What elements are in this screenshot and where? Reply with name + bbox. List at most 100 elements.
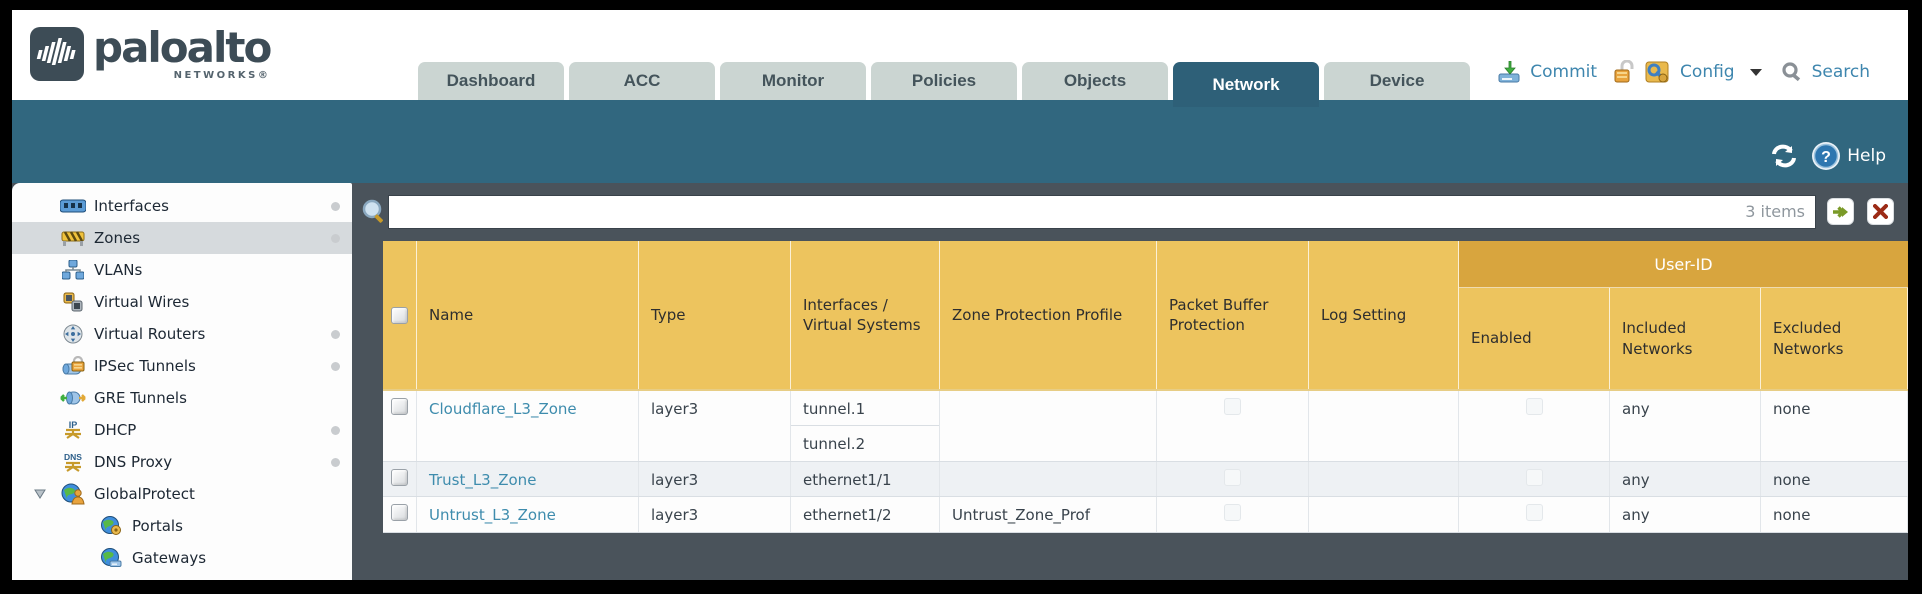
- included-networks: any: [1610, 497, 1761, 532]
- excluded-networks: none: [1761, 391, 1908, 461]
- config-caret-icon[interactable]: [1749, 68, 1762, 76]
- user-id-enabled-checkbox: [1525, 469, 1543, 486]
- interface-entry: tunnel.1: [791, 391, 939, 426]
- zone-interfaces: ethernet1/2: [791, 497, 940, 532]
- log-setting: [1309, 497, 1459, 532]
- sidebar-item-label: Virtual Routers: [94, 325, 206, 343]
- tab-dashboard[interactable]: Dashboard: [418, 62, 564, 100]
- tab-objects[interactable]: Objects: [1022, 62, 1168, 100]
- column-header-included-networks[interactable]: Included Networks: [1610, 288, 1761, 389]
- zones-main-panel: 3 items Name Type: [352, 183, 1908, 580]
- packet-buffer-checkbox: [1224, 398, 1241, 415]
- column-header-zone-protection[interactable]: Zone Protection Profile: [940, 241, 1157, 389]
- row-checkbox[interactable]: [391, 504, 408, 521]
- header-actions: Commit Config Search: [1497, 60, 1878, 84]
- tab-network[interactable]: Network: [1173, 62, 1319, 107]
- help-icon[interactable]: ?: [1811, 141, 1841, 171]
- panos-app: paloalto NETWORKS® Dashboard ACC Monitor…: [12, 10, 1908, 580]
- sidebar-item-label: Interfaces: [94, 197, 169, 215]
- zone-name-link[interactable]: Untrust_L3_Zone: [429, 506, 556, 524]
- teal-banner: ? Help: [12, 100, 1908, 183]
- virtual-wires-icon: [60, 291, 86, 313]
- row-checkbox[interactable]: [391, 469, 408, 486]
- commit-button[interactable]: Commit: [1530, 62, 1598, 82]
- column-header-interfaces[interactable]: Interfaces / Virtual Systems: [791, 241, 940, 389]
- apply-filter-button[interactable]: [1827, 198, 1854, 225]
- column-header-enabled[interactable]: Enabled: [1459, 288, 1610, 389]
- zones-icon: [60, 227, 86, 249]
- sidebar-item-dhcp[interactable]: IP DHCP: [12, 414, 352, 446]
- column-header-log-setting[interactable]: Log Setting: [1309, 241, 1459, 389]
- zone-name-link[interactable]: Cloudflare_L3_Zone: [429, 400, 577, 418]
- user-id-enabled-checkbox: [1525, 504, 1543, 521]
- sidebar-item-zones[interactable]: Zones: [12, 222, 352, 254]
- gre-tunnels-icon: [60, 387, 86, 409]
- sidebar-item-virtual-routers[interactable]: Virtual Routers: [12, 318, 352, 350]
- column-header-name[interactable]: Name: [417, 241, 639, 389]
- tab-device[interactable]: Device: [1324, 62, 1470, 100]
- sidebar-item-ipsec-tunnels[interactable]: IPSec Tunnels: [12, 350, 352, 382]
- zone-protection-profile: [940, 462, 1157, 496]
- svg-text:?: ?: [1821, 149, 1831, 166]
- zone-interfaces: tunnel.1 tunnel.2: [791, 391, 940, 461]
- search-icon[interactable]: [1781, 61, 1803, 83]
- gateways-icon: [98, 547, 124, 569]
- packet-buffer-checkbox: [1224, 504, 1241, 521]
- status-dot: [331, 457, 340, 467]
- filter-input-box: 3 items: [388, 194, 1816, 229]
- filter-bar: 3 items: [360, 194, 1894, 229]
- status-dot: [331, 361, 340, 371]
- refresh-icon[interactable]: [1771, 144, 1797, 168]
- sidebar-item-gre-tunnels[interactable]: GRE Tunnels: [12, 382, 352, 414]
- config-icon[interactable]: [1645, 60, 1671, 84]
- log-setting: [1309, 391, 1459, 461]
- included-networks: any: [1610, 391, 1761, 461]
- search-button[interactable]: Search: [1811, 62, 1870, 82]
- sidebar-item-label: Zones: [94, 229, 141, 247]
- zone-type: layer3: [639, 462, 791, 496]
- logo-brand-text: paloalto: [93, 23, 272, 72]
- sidebar-item-label: Gateways: [132, 549, 207, 567]
- commit-icon[interactable]: [1497, 61, 1521, 83]
- filter-search-icon: [360, 199, 388, 225]
- zone-type: layer3: [639, 391, 791, 461]
- clear-filter-button[interactable]: [1867, 198, 1894, 225]
- sidebar-item-vlans[interactable]: VLANs: [12, 254, 352, 286]
- zone-name-link[interactable]: Trust_L3_Zone: [429, 471, 537, 489]
- excluded-networks: none: [1761, 497, 1908, 532]
- row-checkbox[interactable]: [391, 398, 408, 415]
- network-sidebar: Interfaces Zones VLANs Vir: [12, 183, 352, 580]
- select-all-checkbox[interactable]: [391, 306, 408, 324]
- table-row[interactable]: Trust_L3_Zone layer3 ethernet1/1 any non…: [383, 462, 1908, 497]
- sidebar-item-interfaces[interactable]: Interfaces: [12, 190, 352, 222]
- item-count: 3 items: [1745, 202, 1805, 221]
- column-header-packet-buffer[interactable]: Packet Buffer Protection: [1157, 241, 1309, 389]
- user-id-enabled-checkbox: [1525, 398, 1543, 415]
- column-header-type[interactable]: Type: [639, 241, 791, 389]
- tab-policies[interactable]: Policies: [871, 62, 1017, 100]
- table-row[interactable]: Cloudflare_L3_Zone layer3 tunnel.1 tunne…: [383, 391, 1908, 462]
- config-button[interactable]: Config: [1680, 62, 1735, 82]
- paloalto-logo: paloalto NETWORKS®: [30, 23, 272, 81]
- help-label[interactable]: Help: [1847, 146, 1886, 166]
- interfaces-icon: [60, 195, 86, 217]
- column-header-excluded-networks[interactable]: Excluded Networks: [1761, 288, 1908, 389]
- dns-proxy-icon: DNS: [60, 451, 86, 473]
- tab-monitor[interactable]: Monitor: [720, 62, 866, 100]
- included-networks: any: [1610, 462, 1761, 496]
- sidebar-item-gateways[interactable]: Gateways: [12, 542, 352, 574]
- sidebar-item-label: GRE Tunnels: [94, 389, 187, 407]
- lock-icon[interactable]: [1614, 60, 1636, 84]
- virtual-routers-icon: [60, 323, 86, 345]
- table-row[interactable]: Untrust_L3_Zone layer3 ethernet1/2 Untru…: [383, 497, 1908, 533]
- filter-input[interactable]: [399, 203, 1738, 220]
- expand-caret-icon[interactable]: [34, 489, 46, 499]
- sidebar-item-virtual-wires[interactable]: Virtual Wires: [12, 286, 352, 318]
- log-setting: [1309, 462, 1459, 496]
- status-dot: [331, 329, 340, 339]
- tab-acc[interactable]: ACC: [569, 62, 715, 100]
- sidebar-item-dns-proxy[interactable]: DNS DNS Proxy: [12, 446, 352, 478]
- sidebar-item-portals[interactable]: Portals: [12, 510, 352, 542]
- sidebar-item-globalprotect[interactable]: GlobalProtect: [12, 478, 352, 510]
